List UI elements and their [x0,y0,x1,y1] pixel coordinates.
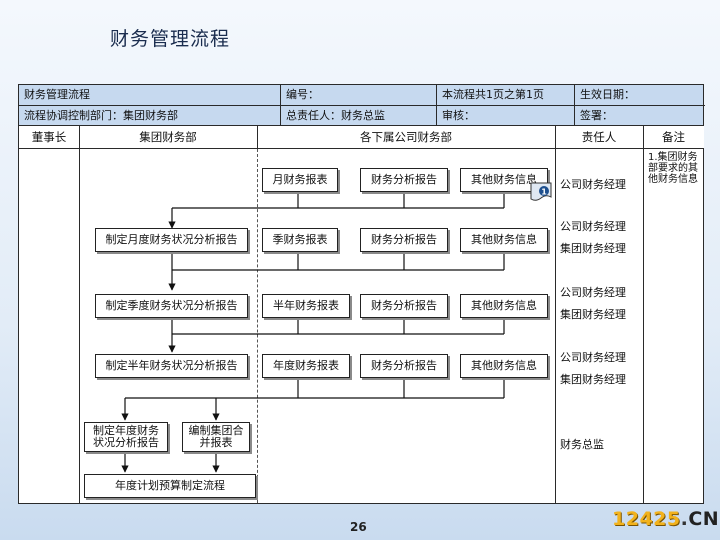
responsible-label: 公司财务经理 [560,286,626,299]
box-monthly-statements: 月财务报表 [262,168,338,192]
page-number: 26 [350,520,367,534]
header-process-name: 财务管理流程 [19,85,281,106]
box-analysis-report: 财务分析报告 [360,228,448,252]
box-quarterly-statements: 季财务报表 [262,228,338,252]
site-logo: 12425.CN [612,508,720,530]
box-analysis-report: 财务分析报告 [360,354,448,378]
box-consolidated-statements: 编制集团合并报表 [182,422,250,452]
box-halfyear-statements: 半年财务报表 [262,294,350,318]
lane-divider [79,126,80,503]
header-page-count: 本流程共1页之第1页 [437,85,575,106]
header-coordinating-dept: 流程协调控制部门：集团财务部 [19,106,281,127]
header-signature: 签署： [580,109,613,122]
box-annual-statements: 年度财务报表 [262,354,350,378]
remark-note: 1.集团财务部要求的其他财务信息 [648,152,698,185]
column-remarks: 备注 [643,126,704,149]
box-other-info: 其他财务信息 [460,228,548,252]
header-owner: 总责任人：财务总监 [281,106,437,127]
responsible-label: 公司财务经理 [560,351,626,364]
box-other-info: 其他财务信息 [460,168,548,192]
lane-divider [643,126,644,503]
header-number: 编号： [281,85,437,106]
box-monthly-analysis: 制定月度财务状况分析报告 [95,228,248,252]
box-analysis-report: 财务分析报告 [360,168,448,192]
responsible-label: 集团财务经理 [560,308,626,321]
responsible-label: 公司财务经理 [560,178,626,191]
box-analysis-report: 财务分析报告 [360,294,448,318]
column-responsible: 责任人 [555,126,643,149]
column-subsidiary-finance: 各下属公司财务部 [257,126,555,149]
header-review: 审核： [437,106,575,127]
responsible-label: 财务总监 [560,438,604,451]
responsible-label: 公司财务经理 [560,220,626,233]
header-effective-date: 生效日期： [575,85,705,106]
lane-divider-dashed [257,149,258,503]
lane-divider [257,126,258,149]
process-header-table: 财务管理流程 编号： 本流程共1页之第1页 生效日期： 流程协调控制部门：集团财… [18,84,705,127]
document-marker-icon: 1 [530,182,552,201]
box-other-info: 其他财务信息 [460,354,548,378]
column-chairman: 董事长 [19,126,79,149]
box-other-info: 其他财务信息 [460,294,548,318]
box-annual-analysis: 制定年度财务状况分析报告 [84,422,168,452]
box-quarterly-analysis: 制定季度财务状况分析报告 [95,294,248,318]
column-group-finance: 集团财务部 [79,126,257,149]
responsible-label: 集团财务经理 [560,242,626,255]
lane-divider [555,126,556,503]
document-marker-label: 1 [541,188,547,197]
box-halfyear-analysis: 制定半年财务状况分析报告 [95,354,248,378]
page-title: 财务管理流程 [110,28,231,50]
box-annual-budget-process: 年度计划预算制定流程 [84,474,256,498]
responsible-label: 集团财务经理 [560,373,626,386]
